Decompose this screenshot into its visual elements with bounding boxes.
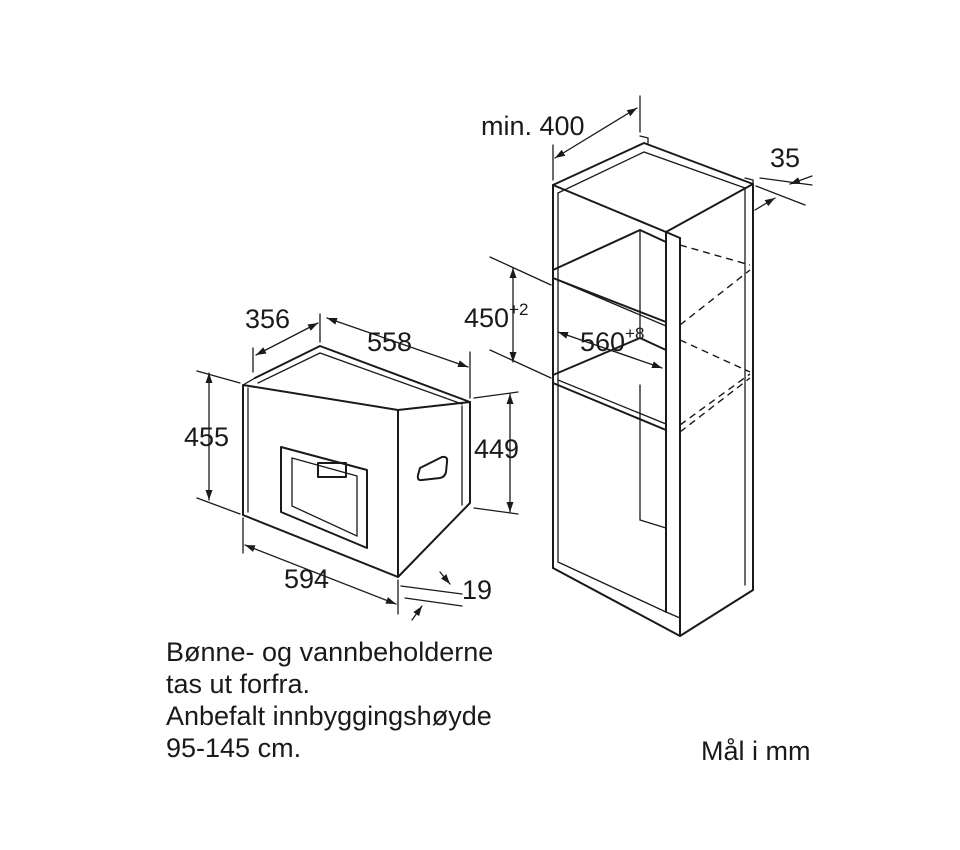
note-line-2: tas ut forfra. — [166, 669, 311, 699]
dim-label-450: 450+2 — [464, 300, 528, 333]
dim-label-35: 35 — [770, 143, 800, 173]
tall-cabinet-drawing — [552, 135, 754, 637]
units-label: Mål i mm — [701, 736, 811, 766]
side-handle-recess — [416, 455, 449, 482]
coffee-machine-drawing — [242, 345, 471, 578]
appliance-dimensions — [196, 313, 519, 621]
cabinet-dimensions — [489, 95, 813, 379]
cabinet-top — [552, 142, 754, 233]
niche-top-shelf — [552, 229, 667, 323]
appliance-front-panel — [242, 384, 399, 578]
dim-line-560 — [557, 331, 663, 369]
dim-line-558 — [326, 317, 469, 368]
dim-label-594: 594 — [284, 564, 329, 594]
dim-label-560: 560+8 — [580, 324, 644, 357]
dim-label-449: 449 — [474, 434, 519, 464]
installation-notes: Bønne- og vannbeholderne tas ut forfra. … — [166, 636, 493, 764]
dim-label-min-400: min. 400 — [481, 111, 585, 141]
note-line-4: 95-145 cm. — [166, 733, 302, 763]
dim-label-455: 455 — [184, 422, 229, 452]
note-line-3: Anbefalt innbyggingshøyde — [166, 701, 492, 731]
dim-label-356: 356 — [245, 304, 290, 334]
dim-line-356 — [255, 322, 319, 356]
note-line-1: Bønne- og vannbeholderne — [166, 637, 494, 667]
dim-label-558: 558 — [367, 327, 412, 357]
appliance-side — [397, 401, 471, 578]
dim-line-594 — [244, 544, 397, 605]
dispenser-spout — [317, 462, 347, 478]
dim-label-19: 19 — [462, 575, 492, 605]
dim-line-400 — [554, 107, 638, 159]
appliance-top — [254, 345, 471, 411]
